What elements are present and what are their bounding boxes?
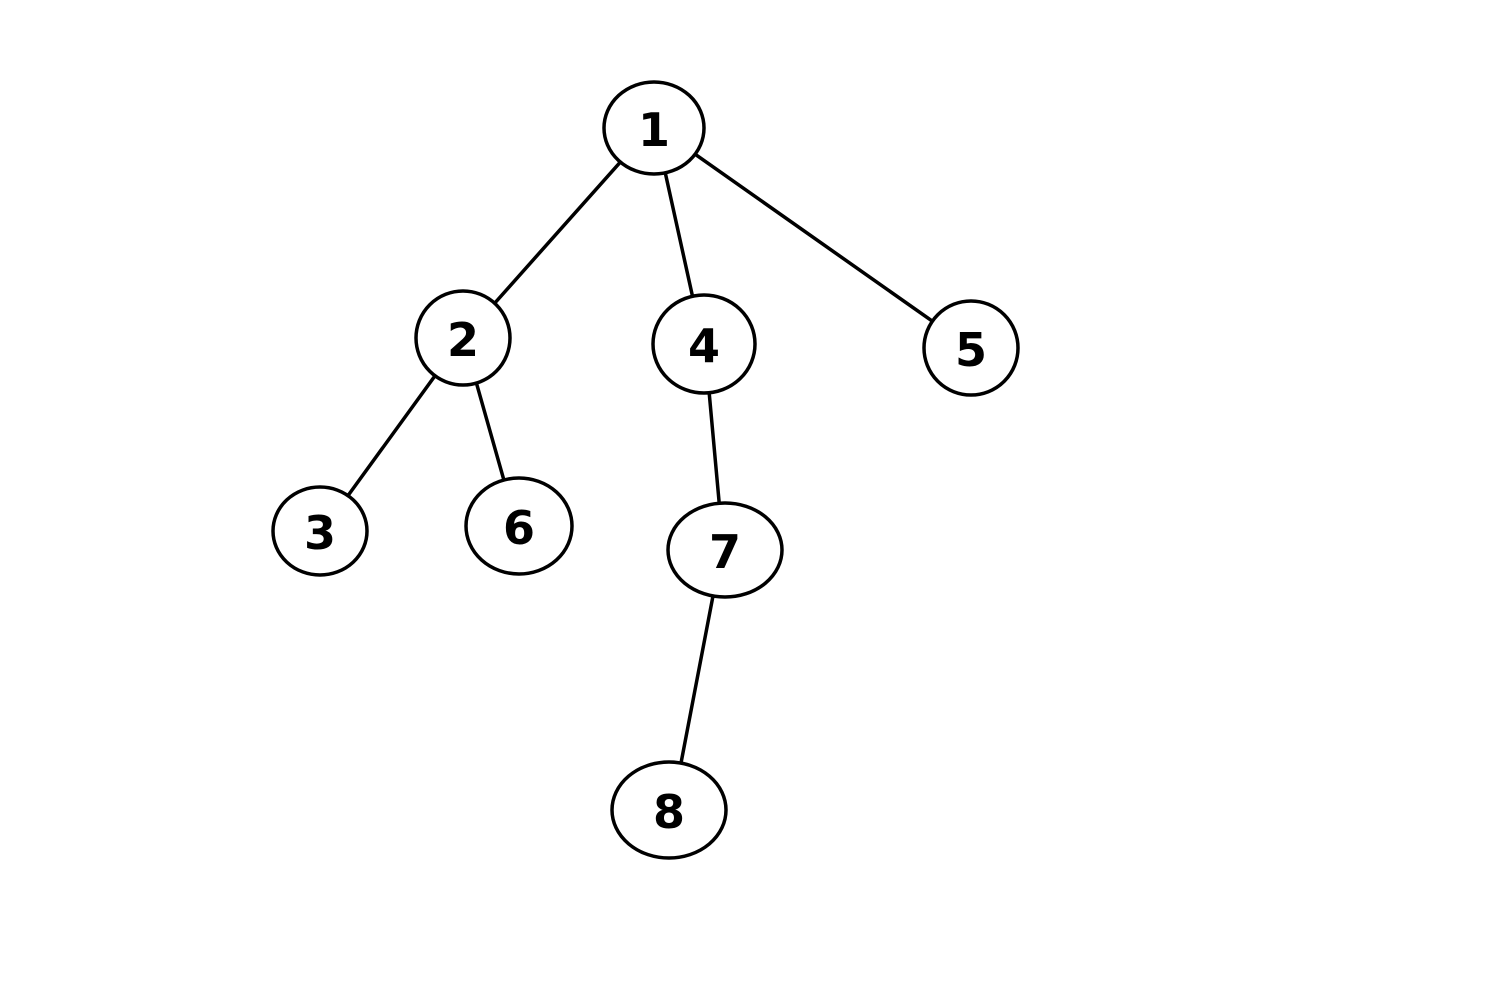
edge-n2-n6 bbox=[474, 381, 506, 482]
tree-node-3: 3 bbox=[271, 485, 369, 577]
node-label: 6 bbox=[503, 501, 535, 555]
tree-node-5: 5 bbox=[922, 299, 1020, 397]
node-circle bbox=[651, 293, 757, 395]
edge-group bbox=[346, 152, 935, 765]
node-label: 5 bbox=[955, 323, 987, 377]
node-circle bbox=[610, 760, 728, 860]
tree-node-7: 7 bbox=[666, 501, 784, 599]
node-circle bbox=[464, 476, 574, 576]
tree-node-4: 4 bbox=[651, 293, 757, 395]
tree-node-2: 2 bbox=[414, 289, 512, 387]
node-circle bbox=[602, 80, 706, 176]
edge-n4-n7 bbox=[707, 390, 721, 505]
node-group: 1 2 4 5 3 6 7 8 bbox=[271, 80, 1020, 860]
tree-node-1: 1 bbox=[602, 80, 706, 176]
node-circle bbox=[922, 299, 1020, 397]
node-label: 7 bbox=[709, 525, 741, 579]
edge-n1-n2 bbox=[492, 160, 623, 305]
node-label: 4 bbox=[688, 319, 720, 373]
node-label: 8 bbox=[653, 785, 685, 839]
tree-node-6: 6 bbox=[464, 476, 574, 576]
node-label: 3 bbox=[304, 506, 336, 560]
edge-n1-n4 bbox=[663, 171, 695, 299]
tree-node-8: 8 bbox=[610, 760, 728, 860]
node-circle bbox=[271, 485, 369, 577]
edge-n7-n8 bbox=[679, 594, 715, 765]
edge-n1-n5 bbox=[693, 152, 935, 323]
edge-n2-n3 bbox=[346, 374, 437, 498]
node-circle bbox=[414, 289, 512, 387]
node-label: 2 bbox=[447, 313, 479, 367]
node-circle bbox=[666, 501, 784, 599]
node-label: 1 bbox=[638, 103, 670, 157]
